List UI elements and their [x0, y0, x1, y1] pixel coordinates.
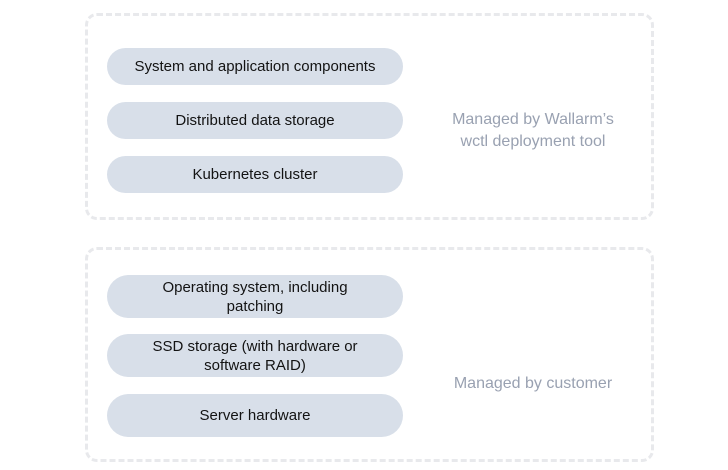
component-pill-operating-system-including-patching: Operating system, including patching	[107, 275, 403, 318]
responsibility-group-wallarm: System and application components Distri…	[85, 13, 654, 220]
owner-label-customer: Managed by customer	[453, 375, 613, 392]
component-pill-kubernetes-cluster: Kubernetes cluster	[107, 156, 403, 193]
component-stack-customer: Operating system, including patching SSD…	[107, 275, 403, 437]
owner-label-wallarm: Managed by Wallarm’s wctl deployment too…	[452, 111, 614, 150]
responsibility-group-customer: Operating system, including patching SSD…	[85, 247, 654, 462]
component-pill-server-hardware: Server hardware	[107, 394, 403, 437]
component-pill-distributed-data-storage: Distributed data storage	[107, 102, 403, 139]
component-pill-ssd-storage-with-hardware-or-software-raid: SSD storage (with hardware or software R…	[107, 334, 403, 377]
component-pill-system-and-application-components: System and application components	[107, 48, 403, 85]
component-stack-wallarm: System and application components Distri…	[107, 48, 403, 193]
